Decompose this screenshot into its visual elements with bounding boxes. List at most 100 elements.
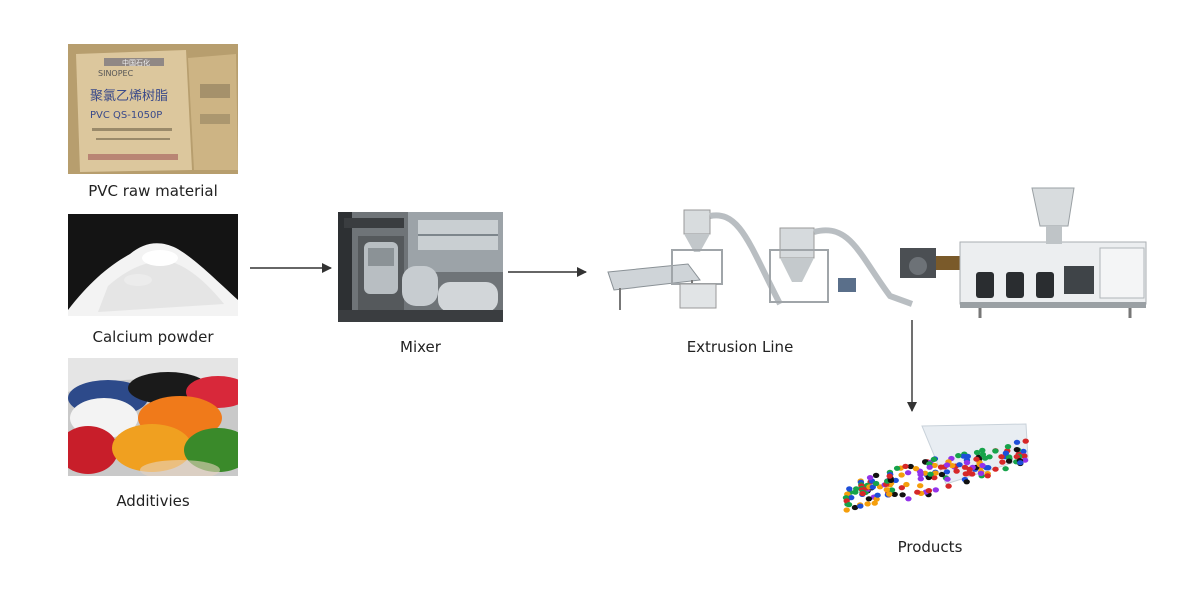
pellet xyxy=(891,491,898,497)
pellet xyxy=(1021,457,1029,463)
pellet xyxy=(899,492,906,498)
pellet xyxy=(1020,448,1027,454)
products-label: Products xyxy=(897,538,963,556)
pellet xyxy=(926,464,933,470)
pellet xyxy=(937,464,945,470)
pellet xyxy=(962,471,969,477)
pellet xyxy=(984,473,991,479)
pellet xyxy=(1017,460,1024,466)
pellet xyxy=(963,460,971,466)
pellet-cluster xyxy=(842,438,1029,513)
pellet xyxy=(886,473,893,479)
pellet xyxy=(917,483,924,489)
pellet xyxy=(1013,439,1021,445)
pellet xyxy=(927,471,934,477)
pellet xyxy=(866,475,874,481)
pellet xyxy=(969,471,976,477)
pellet xyxy=(917,476,924,482)
pellet xyxy=(943,462,951,468)
pellet xyxy=(943,469,951,475)
pellet xyxy=(963,479,970,485)
pellet xyxy=(872,480,880,487)
pellet xyxy=(888,487,896,493)
pellet xyxy=(883,487,890,493)
pellet xyxy=(973,456,980,462)
additives-image xyxy=(68,358,238,476)
pellet xyxy=(945,483,952,489)
pellet xyxy=(903,481,910,488)
calcium-powder-label: Calcium powder xyxy=(92,328,214,346)
pellet xyxy=(902,463,909,469)
pellet xyxy=(905,496,912,502)
pellet xyxy=(953,468,960,474)
pellet xyxy=(887,477,895,483)
bag-grade-text: PVC QS-1050P xyxy=(90,110,162,121)
pellet xyxy=(864,501,871,507)
pellet xyxy=(1021,453,1028,459)
pellet xyxy=(857,503,864,509)
pellet xyxy=(956,462,963,468)
pellet xyxy=(930,456,938,462)
pellet xyxy=(938,471,946,478)
pellet xyxy=(992,466,999,472)
calcium-powder-image xyxy=(68,214,238,316)
pellet xyxy=(973,449,981,456)
pellet xyxy=(914,489,921,495)
pellet xyxy=(898,485,905,491)
pellet xyxy=(872,472,880,478)
pellet xyxy=(845,502,853,508)
pellet xyxy=(912,466,920,472)
pellet xyxy=(998,454,1005,460)
pellet xyxy=(917,472,924,478)
pellet xyxy=(932,487,939,493)
pellet xyxy=(886,491,893,497)
pellet xyxy=(977,470,985,476)
bag-cn-top-text: 中国石化 xyxy=(122,58,150,67)
pellet xyxy=(1002,450,1010,456)
pellet xyxy=(979,451,987,458)
products-image xyxy=(836,418,1032,514)
pellet xyxy=(1013,454,1020,460)
pellet xyxy=(932,470,939,476)
pellet xyxy=(871,500,878,506)
pellet xyxy=(898,472,905,478)
pvc-raw-material-label: PVC raw material xyxy=(88,182,218,200)
pvc-raw-material-image: SINOPEC 中国石化 聚氯乙烯树脂 PVC QS-1050P xyxy=(68,44,238,174)
mixer-label: Mixer xyxy=(400,338,441,356)
pellet xyxy=(876,484,884,490)
pellet xyxy=(892,477,899,483)
pellet xyxy=(931,475,938,481)
pellet xyxy=(992,448,999,454)
pellet xyxy=(1013,447,1021,453)
mixer-image xyxy=(338,212,503,322)
pellet xyxy=(853,486,860,492)
pellet xyxy=(979,447,986,453)
pellet xyxy=(949,463,956,469)
pellet xyxy=(986,454,993,460)
pellet xyxy=(979,462,986,469)
pellet xyxy=(893,465,901,471)
pellet xyxy=(874,492,881,498)
pellet xyxy=(859,491,866,497)
extrusion-line-image xyxy=(607,187,1147,318)
pellet xyxy=(846,486,853,492)
pellet xyxy=(931,462,938,468)
pellet xyxy=(873,496,880,502)
pellet xyxy=(1005,458,1013,464)
pellet xyxy=(1002,466,1009,472)
bag-cn-main-text: 聚氯乙烯树脂 xyxy=(90,89,168,104)
pellet xyxy=(865,496,873,502)
pellet xyxy=(966,466,973,472)
pellet xyxy=(907,463,914,470)
pellet xyxy=(925,488,933,494)
pellet xyxy=(904,470,912,476)
pellet xyxy=(1004,444,1012,450)
additives-label: Additivies xyxy=(116,492,190,510)
pellet xyxy=(955,453,962,459)
bag-brand-text: SINOPEC xyxy=(98,69,134,78)
pellet xyxy=(848,495,855,501)
pellet xyxy=(851,504,859,511)
pellet xyxy=(944,476,951,482)
extrusion-line-label: Extrusion Line xyxy=(686,338,794,356)
